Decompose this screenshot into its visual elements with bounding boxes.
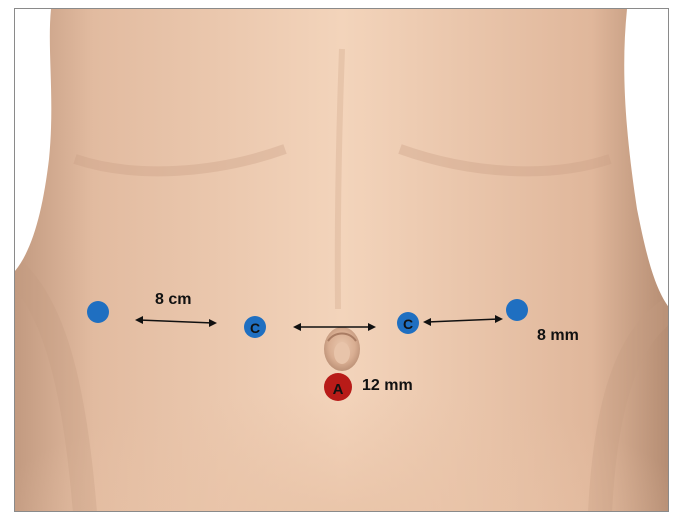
lateral-port-right <box>506 299 528 321</box>
lateral-port-size-label: 8 mm <box>537 327 579 345</box>
lateral-port-left <box>87 301 109 323</box>
umbilical-port-letter: A <box>333 381 344 398</box>
camera-port-right-letter: C <box>403 316 413 332</box>
spacing-label: 8 cm <box>155 291 191 309</box>
camera-port-right: C <box>397 312 419 334</box>
camera-port-left: C <box>244 316 266 338</box>
umbilical-port: A <box>324 373 352 401</box>
abdomen-illustration <box>15 9 669 512</box>
camera-port-left-letter: C <box>250 320 260 336</box>
umbilical-port-size-label: 12 mm <box>362 377 413 395</box>
umbilicus <box>324 327 360 371</box>
diagram-frame: C C A 8 cm 8 mm 12 mm <box>14 8 669 512</box>
